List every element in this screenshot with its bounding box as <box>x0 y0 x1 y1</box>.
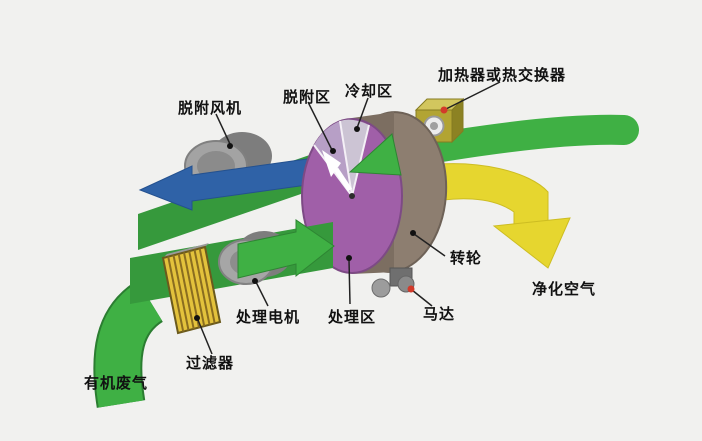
inlet-duct <box>95 281 163 408</box>
label-motor: 马达 <box>423 305 456 323</box>
leader-filter <box>197 319 213 355</box>
leader-desorption-zone <box>307 101 333 151</box>
label-cooling-zone: 冷却区 <box>345 82 394 100</box>
label-heater: 加热器或热交换器 <box>438 66 567 84</box>
purified-air-arrow <box>419 163 571 269</box>
filter-panel <box>161 243 222 335</box>
label-filter: 过滤器 <box>186 354 235 372</box>
leader-cooling-zone <box>356 97 369 129</box>
wheel-inlet-arrowhead <box>348 133 402 176</box>
leader-lines <box>197 81 501 355</box>
label-treatment-zone: 处理区 <box>328 308 377 326</box>
leader-dots <box>194 106 448 321</box>
label-desorption-fan: 脱附风机 <box>178 99 243 117</box>
label-purified-air: 净化空气 <box>532 280 597 298</box>
main-flow-arrow <box>237 219 335 279</box>
leader-motor <box>411 289 433 307</box>
leader-rotor <box>413 233 446 257</box>
label-organic-waste-gas: 有机废气 <box>84 374 149 392</box>
cooling-sector <box>340 119 369 196</box>
label-rotor-wheel: 转轮 <box>450 249 483 267</box>
rotation-pointer <box>333 167 353 192</box>
leader-dot-motor <box>407 285 415 293</box>
leader-heater <box>443 81 501 111</box>
leader-treatment-motor <box>255 281 269 307</box>
leader-desorption-fan <box>215 113 231 145</box>
label-treatment-motor: 处理电机 <box>236 308 301 326</box>
leader-dot-heater <box>440 106 448 114</box>
leader-treatment-zone <box>348 259 351 305</box>
label-desorption-zone: 脱附区 <box>283 88 332 106</box>
filter-pleats <box>167 248 216 332</box>
